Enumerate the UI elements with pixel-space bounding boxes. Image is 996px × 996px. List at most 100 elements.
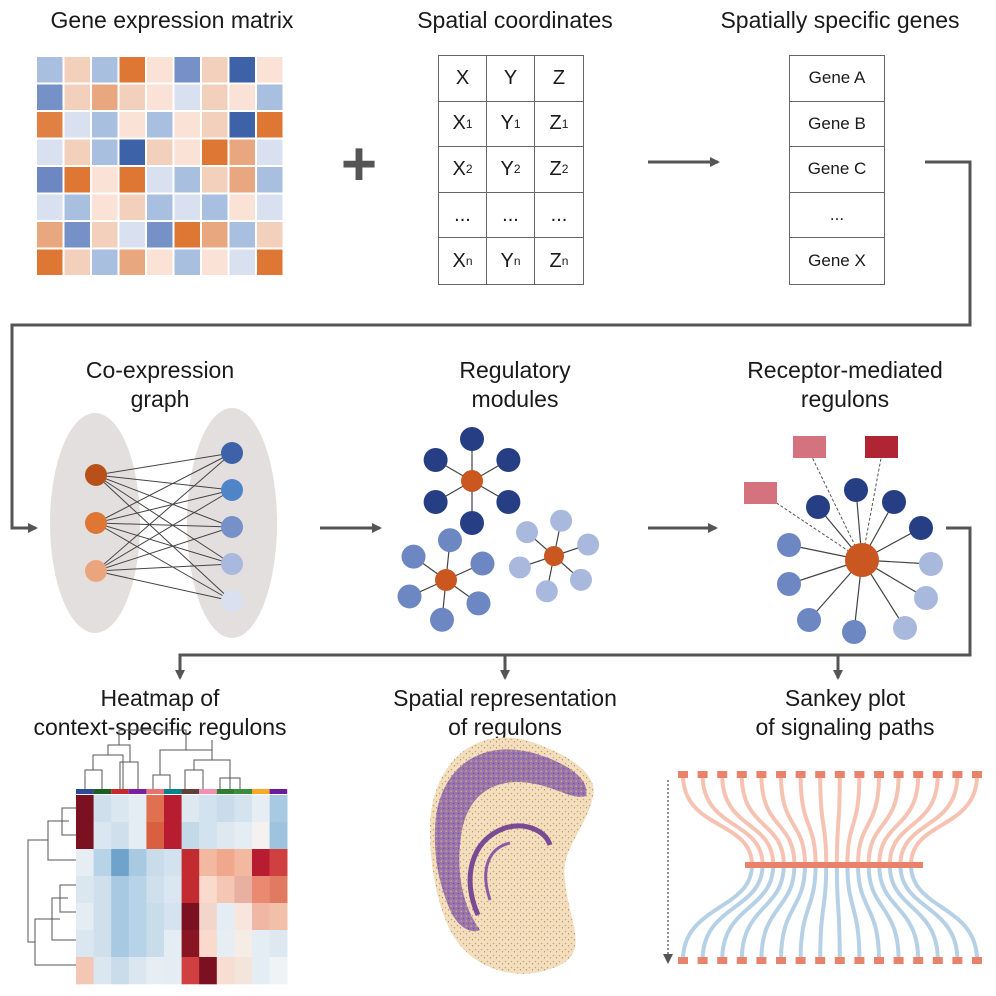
gene-node [85, 560, 107, 582]
heatmap-cell [216, 795, 235, 823]
sankey-flow-upper [700, 774, 765, 866]
heatmap-cell [146, 876, 165, 904]
heatmap-cell [181, 903, 200, 931]
sankey-target-node [717, 957, 728, 964]
sankey-flow-upper [877, 774, 921, 866]
regulatory-modules-title-line2: modules [471, 386, 559, 412]
module-leaf-node [569, 568, 592, 591]
heatmap-column-annotation [199, 789, 217, 794]
sankey-target-node [932, 957, 943, 964]
sankey-title-line2: of signaling paths [755, 714, 935, 740]
matrix-cell [147, 112, 173, 138]
heatmap-cell [128, 876, 147, 904]
gene-node [221, 516, 243, 538]
heatmap-cell [76, 795, 94, 823]
matrix-cell [92, 112, 118, 138]
sankey-source-node [815, 771, 826, 778]
matrix-cell [257, 167, 283, 193]
module-leaf-node [437, 528, 462, 553]
matrix-cell [37, 222, 63, 248]
receptor-box [865, 436, 898, 458]
heatmap-cell [216, 957, 235, 985]
matrix-cell [229, 222, 255, 248]
matrix-cell [64, 222, 90, 248]
regulon-target-node [919, 552, 943, 576]
heatmap-cell [111, 957, 130, 985]
spatial-representation-title-line2: of regulons [448, 714, 562, 740]
gene-list-item: ... [790, 193, 884, 239]
coordinate-cell: ... [439, 192, 487, 239]
module-leaf-node [496, 448, 521, 472]
sankey-flow-lower [845, 864, 862, 961]
connector-arrow-row1-to-row2 [10, 160, 972, 533]
matrix-cell [147, 249, 173, 275]
heatmap-cell [93, 930, 112, 958]
heatmap-column-annotation [111, 789, 129, 794]
heatmap-cell [216, 876, 235, 904]
heatmap-cell [181, 957, 200, 985]
heatmap-cell [146, 822, 165, 850]
regulon-target-node [777, 572, 801, 596]
sankey-flow-lower [818, 864, 829, 961]
sankey-title-line1: Sankey plot [784, 685, 906, 711]
heatmap-cell [76, 930, 94, 958]
heatmap-cell [164, 903, 182, 931]
coexpression-edge [95, 522, 233, 602]
heatmap-cell [181, 795, 200, 823]
receptor-regulons [744, 436, 943, 644]
sankey-flow-upper [898, 774, 960, 866]
heatmap-cell [76, 849, 94, 877]
heatmap-cell [146, 849, 165, 877]
sankey-flow-lower [866, 864, 901, 961]
matrix-cell [92, 84, 118, 110]
heatmap-cell [181, 930, 200, 958]
heatmap-column-annotation [252, 789, 270, 794]
gene-node [221, 553, 243, 575]
matrix-cell [92, 194, 118, 220]
sankey-target-node [834, 957, 845, 964]
heatmap-column-annotation [234, 789, 252, 794]
sankey-target-node [854, 957, 865, 964]
heatmap-cell [93, 795, 112, 823]
gene-list-item: Gene X [808, 251, 866, 271]
receptor-regulons-title-line1: Receptor-mediated [747, 357, 943, 383]
matrix-cell [92, 167, 118, 193]
matrix-cell [174, 194, 200, 220]
module-leaf-node [401, 544, 426, 569]
sankey-flow-lower [856, 864, 881, 961]
matrix-cell [229, 194, 255, 220]
sankey-flow-lower [887, 864, 940, 961]
heatmap-cell [252, 957, 270, 985]
heatmap-cell [128, 957, 147, 985]
heatmap-cell [128, 903, 147, 931]
matrix-cell [147, 194, 173, 220]
gene-node [85, 512, 107, 534]
matrix-cell [119, 167, 145, 193]
sankey-flow-upper [720, 774, 776, 866]
module-leaf-node [423, 448, 448, 472]
sankey-source-node [776, 771, 786, 778]
coexpression-title-line2: graph [130, 386, 190, 412]
spatial-representation-title-line1: Spatial representation [393, 685, 617, 711]
heatmap-cell [234, 849, 253, 877]
heatmap-cell [181, 876, 200, 904]
heatmap-cell [199, 903, 218, 931]
matrix-cell [37, 57, 63, 83]
heatmap-cell [111, 795, 130, 823]
matrix-cell [119, 139, 145, 165]
gene-node [85, 464, 107, 486]
sankey-flow-upper [845, 774, 862, 866]
dendrogram-branch [34, 918, 76, 966]
heatmap-cell [199, 849, 218, 877]
matrix-cell [257, 84, 283, 110]
matrix-cell [202, 139, 228, 165]
matrix-cell [119, 249, 145, 275]
module-leaf-node [466, 591, 491, 616]
connector-arrow-to-heatmap [175, 526, 972, 680]
sankey-plot [663, 771, 982, 964]
matrix-cell [202, 222, 228, 248]
sankey-source-node [972, 771, 982, 778]
matrix-cell [202, 84, 228, 110]
